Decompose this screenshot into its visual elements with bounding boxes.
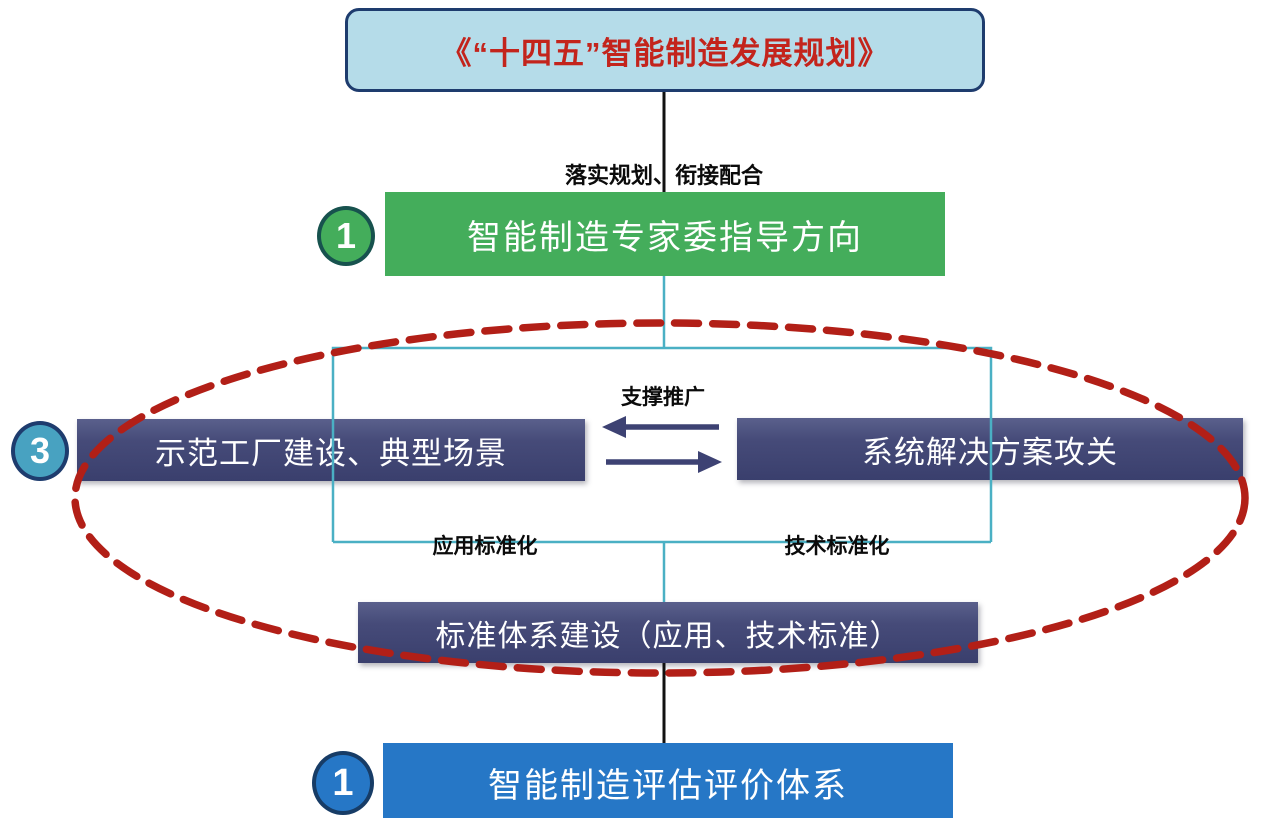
expert-committee-text: 智能制造专家委指导方向 [467, 218, 863, 257]
standard-system-text: 标准体系建设（应用、技术标准） [435, 619, 901, 653]
arrow-factory-to-solution [606, 451, 722, 473]
evaluation-system-text: 智能制造评估评价体系 [488, 766, 848, 805]
support-promote-label: 支撑推广 [621, 386, 705, 409]
evaluation-system-badge: 1 [312, 751, 374, 815]
plan-link-label: 落实规划、衔接配合 [564, 163, 764, 188]
expert-committee-badge-number: 1 [335, 215, 357, 256]
policy-title-box: 《“十四五”智能制造发展规划》 [345, 8, 985, 92]
evaluation-system-badge-number: 1 [332, 761, 354, 804]
expert-committee-box: 智能制造专家委指导方向 [385, 192, 945, 276]
demo-factory-text: 示范工厂建设、典型场景 [155, 435, 507, 471]
system-solution-box: 系统解决方案攻关 [737, 418, 1243, 480]
application-standardization-label: 应用标准化 [432, 535, 538, 558]
demo-factory-box: 示范工厂建设、典型场景 [77, 419, 585, 481]
standard-system-box: 标准体系建设（应用、技术标准） [358, 602, 978, 663]
policy-title-text: 《“十四五”智能制造发展规划》 [440, 35, 890, 71]
cluster-badge: 3 [11, 421, 69, 481]
arrow-solution-to-factory [602, 416, 719, 438]
expert-committee-badge: 1 [317, 206, 375, 266]
cluster-badge-number: 3 [29, 430, 51, 471]
technology-standardization-label: 技术标准化 [784, 535, 890, 558]
evaluation-system-box: 智能制造评估评价体系 [383, 743, 953, 818]
system-solution-text: 系统解决方案攻关 [862, 434, 1118, 470]
